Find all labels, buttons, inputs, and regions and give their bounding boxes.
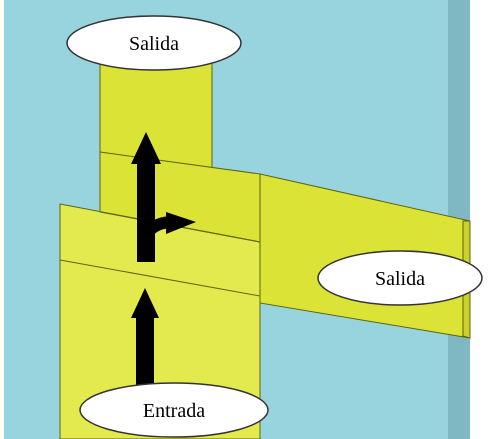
front-panel-divider (59, 259, 261, 297)
arrow-up-right-turn-icon (131, 132, 196, 262)
arrow-up-icon (131, 288, 159, 393)
right-exit-text: Salida (375, 268, 425, 290)
right-exit-label: Salida (317, 250, 483, 306)
top-exit-label: Salida (66, 15, 242, 71)
top-exit-text: Salida (129, 33, 179, 55)
entry-label: Entrada (79, 382, 269, 438)
entry-text: Entrada (143, 400, 205, 422)
